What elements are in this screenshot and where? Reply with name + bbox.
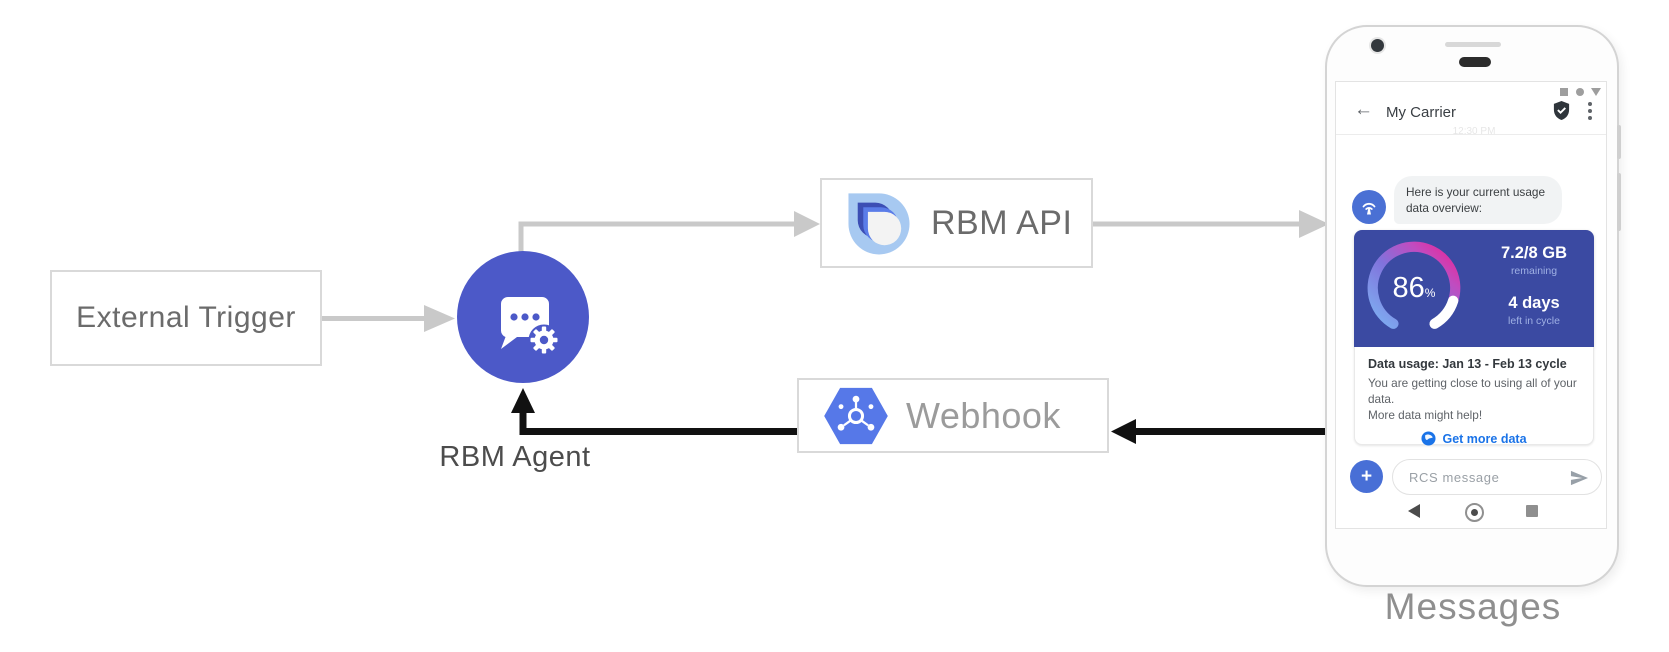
chat-bubble: Here is your current usage data overview…: [1394, 176, 1562, 224]
messages-caption: Messages: [1384, 586, 1562, 627]
bubble-line-2: data overview:: [1406, 201, 1483, 215]
card-title: Data usage: Jan 13 - Feb 13 cycle: [1368, 357, 1567, 371]
carrier-avatar: [1352, 190, 1386, 224]
remaining-label: remaining: [1510, 265, 1558, 277]
gauge-percent-suffix: %: [1424, 286, 1436, 300]
webhook-hexagon-icon: [824, 387, 888, 444]
overflow-menu-icon[interactable]: [1588, 102, 1592, 120]
rcs-input-placeholder: RCS message: [1409, 469, 1500, 485]
carrier-antenna-icon: [1362, 202, 1376, 215]
messages-app-screen: ← My Carrier 12:30 PM Here is your curre…: [1335, 81, 1607, 529]
phone-volume-button: [1617, 173, 1621, 231]
conversation-title: My Carrier: [1386, 104, 1456, 121]
gauge-percent-value: 86: [1392, 271, 1425, 304]
gear-icon: [530, 326, 558, 354]
phone-speaker-slot: [1445, 42, 1501, 47]
rbm-agent-label: RBM Agent: [439, 441, 591, 473]
nav-back-button[interactable]: [1408, 504, 1420, 518]
bubble-line-1: Here is your current usage: [1406, 185, 1546, 199]
webhook-box: Webhook: [797, 378, 1109, 453]
webhook-label: Webhook: [906, 394, 1061, 436]
plus-symbol: +: [1360, 465, 1373, 487]
data-usage-card-top: 86 % 7.2/8 GB remaining 4 days left in c…: [1354, 230, 1594, 347]
rcs-message-input[interactable]: RCS message: [1392, 459, 1602, 495]
card-body-line-1: You are getting close to using all of yo…: [1368, 376, 1577, 406]
remaining-value: 7.2/8 GB: [1500, 244, 1568, 262]
phone-power-button: [1617, 125, 1621, 159]
verified-shield-icon: [1553, 101, 1570, 120]
usage-stats: 7.2/8 GB remaining 4 days left in cycle: [1482, 244, 1586, 327]
phone-camera-icon: [1371, 39, 1384, 52]
card-body: You are getting close to using all of yo…: [1368, 375, 1580, 423]
status-triangle-icon: [1591, 88, 1601, 96]
header-divider: [1336, 134, 1606, 135]
phone-mockup: ← My Carrier 12:30 PM Here is your curre…: [1325, 25, 1621, 587]
data-usage-card-bottom: Data usage: Jan 13 - Feb 13 cycle You ar…: [1354, 347, 1594, 446]
arrowhead-webhook-to-agent: [511, 388, 535, 413]
days-value: 4 days: [1508, 294, 1560, 312]
gauge-percent: 86 %: [1360, 234, 1468, 342]
days-label: left in cycle: [1508, 315, 1560, 327]
nav-recent-button[interactable]: [1526, 505, 1538, 517]
arrowhead-api-to-phone: [1299, 210, 1329, 238]
status-square-icon: [1560, 88, 1568, 96]
status-dot-icon: [1576, 88, 1584, 96]
external-trigger-label: External Trigger: [76, 301, 296, 334]
plus-button[interactable]: +: [1350, 460, 1383, 493]
connector-agent-to-api: [518, 221, 794, 252]
arrowhead-trigger-to-agent: [424, 305, 455, 332]
connector-webhook-to-agent: [519, 412, 798, 435]
arrowhead-agent-to-api: [794, 211, 820, 237]
globe-icon: [1421, 431, 1436, 446]
phone-earpiece: [1459, 57, 1491, 67]
external-trigger-box: External Trigger: [50, 270, 322, 366]
back-arrow-icon[interactable]: ←: [1354, 99, 1373, 120]
arrowhead-phone-to-webhook: [1111, 419, 1136, 444]
get-more-data-link[interactable]: Get more data: [1368, 431, 1580, 446]
faint-timestamp: 12:30 PM: [1452, 126, 1496, 137]
rbm-api-box: RBM API: [820, 178, 1093, 268]
rbm-api-logo-icon: [848, 193, 910, 255]
rbm-agent-icon: [457, 251, 589, 383]
get-more-data-label: Get more data: [1442, 431, 1527, 446]
card-body-line-2: More data might help!: [1368, 408, 1483, 422]
rbm-api-label: RBM API: [931, 203, 1073, 242]
send-icon[interactable]: [1570, 470, 1589, 486]
usage-gauge-chart: [1367, 241, 1461, 329]
nav-home-button[interactable]: [1465, 503, 1484, 522]
